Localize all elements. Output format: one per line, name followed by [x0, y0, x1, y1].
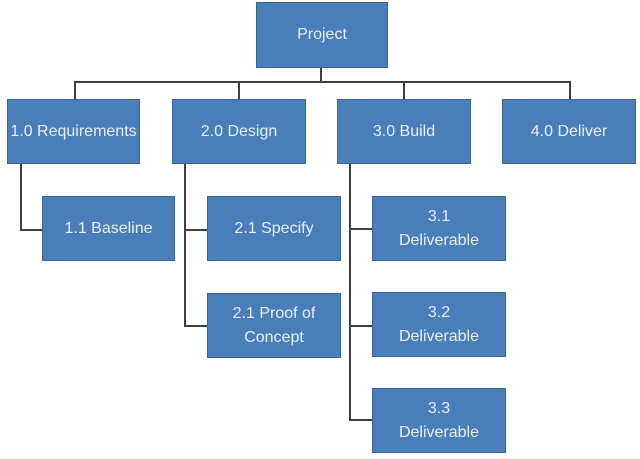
- connector: [74, 81, 76, 99]
- wbs-node-proof-of-concept: 2.1 Proof of Concept: [207, 293, 341, 358]
- node-label: Project: [297, 26, 347, 43]
- node-label: 4.0 Deliver: [530, 122, 608, 140]
- wbs-node-deliverable-3-2: 3.2 Deliverable: [372, 292, 506, 357]
- wbs-node-deliverable-3-1: 3.1 Deliverable: [372, 196, 506, 261]
- connector: [74, 81, 570, 83]
- connector: [403, 81, 405, 99]
- connector: [238, 81, 240, 99]
- node-label: 2.1 Proof of Concept: [232, 304, 316, 346]
- connector: [349, 325, 373, 327]
- node-label: 3.0 Build: [372, 122, 436, 140]
- node-label: 2.1 Specify: [234, 219, 314, 237]
- connector: [20, 164, 22, 230]
- wbs-node-baseline: 1.1 Baseline: [42, 196, 175, 261]
- connector: [349, 228, 373, 230]
- connector: [349, 419, 373, 421]
- node-label: 1.0 Requirements: [10, 122, 137, 140]
- wbs-node-design: 2.0 Design: [172, 99, 306, 164]
- connector: [349, 164, 351, 420]
- node-label: 3.1 Deliverable: [398, 207, 480, 249]
- wbs-node-deliverable-3-3: 3.3 Deliverable: [372, 388, 506, 453]
- node-label: 3.3 Deliverable: [398, 399, 480, 441]
- connector: [184, 229, 208, 231]
- wbs-node-deliver: 4.0 Deliver: [502, 99, 636, 164]
- wbs-node-specify: 2.1 Specify: [207, 196, 341, 261]
- wbs-node-build: 3.0 Build: [337, 99, 471, 164]
- wbs-node-requirements: 1.0 Requirements: [7, 99, 140, 164]
- wbs-node-project: Project: [256, 2, 388, 68]
- connector: [320, 68, 322, 82]
- connector: [184, 325, 208, 327]
- connector: [20, 229, 42, 231]
- connector: [184, 164, 186, 326]
- node-label: 1.1 Baseline: [64, 219, 153, 237]
- node-label: 3.2 Deliverable: [398, 303, 480, 345]
- node-label: 2.0 Design: [200, 122, 278, 140]
- connector: [569, 81, 571, 99]
